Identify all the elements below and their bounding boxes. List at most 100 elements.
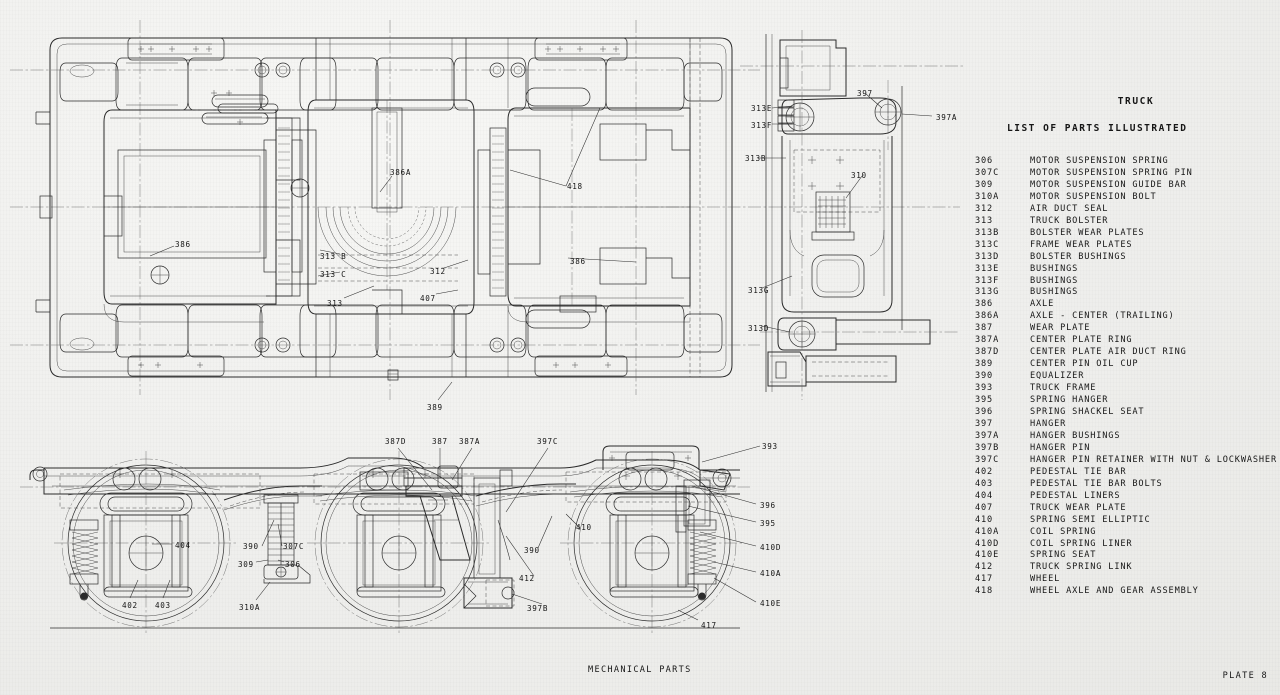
part-description: MOTOR SUSPENSION SPRING PIN bbox=[1030, 167, 1193, 178]
parts-list-row: 402 PEDESTAL TIE BAR bbox=[975, 467, 1275, 479]
part-description: COIL SPRING bbox=[1030, 526, 1097, 537]
part-number: 410A bbox=[975, 526, 1000, 537]
callout-397: 397 bbox=[857, 89, 873, 98]
part-description: TRUCK FRAME bbox=[1030, 383, 1097, 394]
parts-list-subtitle: LIST OF PARTS ILLUSTRATED bbox=[1007, 123, 1188, 134]
callout-313E: 313E bbox=[751, 104, 773, 113]
callout-397C: 397C bbox=[537, 437, 559, 446]
part-description: BOLSTER BUSHINGS bbox=[1030, 251, 1127, 262]
parts-list-row: 309 MOTOR SUSPENSION GUIDE BAR bbox=[975, 180, 1275, 192]
part-number: 390 bbox=[975, 371, 994, 382]
part-number: 410E bbox=[975, 550, 1000, 561]
part-number: 397C bbox=[975, 454, 1000, 465]
part-number: 397 bbox=[975, 418, 994, 429]
blueprint-drawing: .ln{stroke:#2b2b2b;stroke-width:0.7;fill… bbox=[10, 20, 965, 635]
callout-410A: 410A bbox=[760, 569, 782, 578]
callout-313: 313 bbox=[327, 299, 343, 308]
callout-313F: 313F bbox=[751, 121, 773, 130]
parts-list-row: 410 SPRING SEMI ELLIPTIC bbox=[975, 515, 1275, 527]
callout-313Bs: 313B bbox=[745, 154, 767, 163]
part-description: AXLE - CENTER (TRAILING) bbox=[1030, 311, 1175, 322]
callout-412: 412 bbox=[519, 574, 535, 583]
callout-387: 387 bbox=[432, 437, 448, 446]
part-number: 312 bbox=[975, 203, 994, 214]
callout-410D: 410D bbox=[760, 543, 782, 552]
part-description: SPRING SHACKEL SEAT bbox=[1030, 407, 1145, 418]
plate-number: PLATE 8 bbox=[1222, 671, 1268, 681]
part-description: MOTOR SUSPENSION SPRING bbox=[1030, 156, 1169, 166]
parts-list-row: 396 SPRING SHACKEL SEAT bbox=[975, 407, 1275, 419]
blueprint-svg: .ln{stroke:#2b2b2b;stroke-width:0.7;fill… bbox=[10, 20, 965, 635]
part-description: PEDESTAL TIE BAR bbox=[1030, 466, 1127, 477]
part-number: 387 bbox=[975, 323, 994, 334]
callout-410E: 410E bbox=[760, 599, 782, 608]
part-number: 407 bbox=[975, 502, 994, 513]
callout-386A: 386A bbox=[390, 168, 412, 177]
part-number: 412 bbox=[975, 562, 994, 573]
parts-list-row: 397A HANGER BUSHINGS bbox=[975, 431, 1275, 443]
part-description: HANGER BUSHINGS bbox=[1030, 430, 1121, 441]
part-number: 387A bbox=[975, 335, 1000, 346]
part-number: 313F bbox=[975, 275, 1000, 286]
part-number: 403 bbox=[975, 478, 994, 489]
callout-387D: 387D bbox=[385, 437, 407, 446]
part-number: 313 bbox=[975, 215, 994, 226]
part-description: SPRING SEMI ELLIPTIC bbox=[1030, 514, 1151, 525]
part-number: 313E bbox=[975, 263, 1000, 274]
part-description: CENTER PLATE RING bbox=[1030, 335, 1133, 346]
part-description: EQUALIZER bbox=[1030, 371, 1085, 382]
part-description: SPRING SEAT bbox=[1030, 550, 1097, 561]
callout-307C: 307C bbox=[283, 542, 305, 551]
parts-list-row: 410E SPRING SEAT bbox=[975, 550, 1275, 562]
part-number: 410D bbox=[975, 538, 1000, 549]
section-view bbox=[740, 30, 965, 400]
part-description: SPRING HANGER bbox=[1030, 395, 1109, 406]
parts-list-row: 412 TRUCK SPRING LINK bbox=[975, 562, 1275, 574]
callout-402: 402 bbox=[122, 601, 138, 610]
parts-list-row: 387A CENTER PLATE RING bbox=[975, 335, 1275, 347]
part-description: MOTOR SUSPENSION GUIDE BAR bbox=[1030, 179, 1187, 190]
part-number: 418 bbox=[975, 586, 994, 597]
parts-list-row: 312 AIR DUCT SEAL bbox=[975, 204, 1275, 216]
part-number: 395 bbox=[975, 395, 994, 406]
part-number: 404 bbox=[975, 490, 994, 501]
part-number: 396 bbox=[975, 407, 994, 418]
part-number: 309 bbox=[975, 179, 994, 190]
part-number: 410 bbox=[975, 514, 994, 525]
part-number: 397A bbox=[975, 430, 1000, 441]
part-number: 402 bbox=[975, 466, 994, 477]
plan-view bbox=[10, 20, 960, 400]
callout-313B: 313 B bbox=[320, 252, 347, 261]
part-description: BOLSTER WEAR PLATES bbox=[1030, 227, 1145, 238]
part-number: 310A bbox=[975, 191, 1000, 202]
part-description: AIR DUCT SEAL bbox=[1030, 203, 1109, 214]
part-description: CENTER PLATE AIR DUCT RING bbox=[1030, 347, 1187, 358]
callout-310: 310 bbox=[851, 171, 867, 180]
callout-418: 418 bbox=[567, 182, 583, 191]
part-number: 313C bbox=[975, 239, 1000, 250]
callout-313D: 313D bbox=[748, 324, 770, 333]
part-description: PEDESTAL LINERS bbox=[1030, 490, 1121, 501]
parts-list-row: 395 SPRING HANGER bbox=[975, 395, 1275, 407]
callout-309: 309 bbox=[238, 560, 254, 569]
callout-313C: 313 C bbox=[320, 270, 347, 279]
callout-397A: 397A bbox=[936, 113, 958, 122]
part-number: 313G bbox=[975, 287, 1000, 298]
callout-390: 390 bbox=[243, 542, 259, 551]
part-description: WHEEL bbox=[1030, 574, 1061, 585]
part-description: TRUCK SPRING LINK bbox=[1030, 562, 1133, 573]
callout-313G: 313G bbox=[748, 286, 770, 295]
